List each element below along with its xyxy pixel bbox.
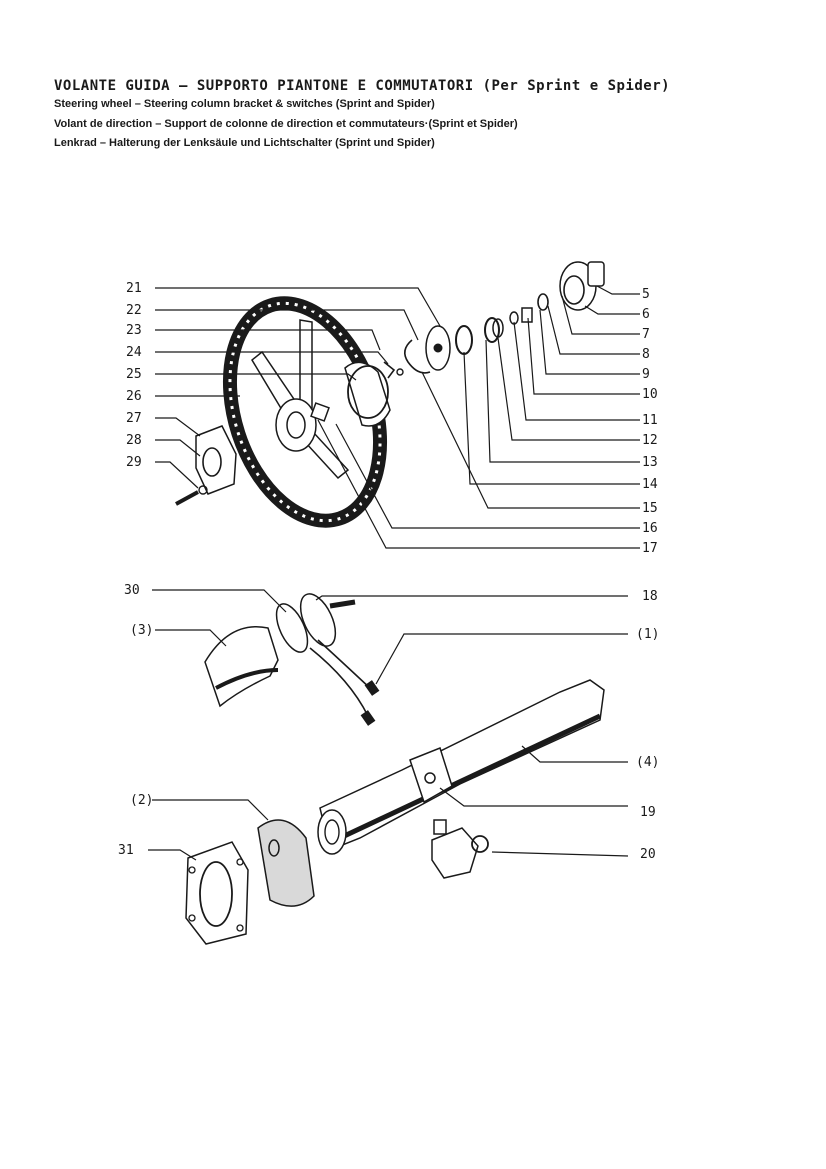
label-25: 25 <box>126 367 142 382</box>
label-30: 30 <box>124 583 140 598</box>
label-ref-1: (1) <box>636 627 659 642</box>
steering-column-drawing <box>317 679 605 879</box>
label-21: 21 <box>126 281 142 296</box>
callout-labels: 5 6 7 8 9 10 11 12 13 14 15 16 17 21 22 … <box>118 281 659 862</box>
column-tube-4 <box>319 679 605 852</box>
ignition-switch-20 <box>431 827 479 879</box>
label-14: 14 <box>642 477 658 492</box>
title-english: Steering wheel – Steering column bracket… <box>54 98 435 110</box>
label-19: 19 <box>640 805 656 820</box>
ring-30 <box>275 603 309 653</box>
steering-wheel-drawing <box>175 261 605 528</box>
wheel-hub <box>275 398 317 452</box>
ring-15 <box>455 325 473 355</box>
label-ref-3: (3) <box>130 623 153 638</box>
leader-lines <box>148 285 640 861</box>
wheel-spoke-top <box>299 319 313 411</box>
washer-9 <box>537 293 549 311</box>
shroud-3 <box>204 626 279 708</box>
label-ref-2: (2) <box>130 793 153 808</box>
label-ref-4: (4) <box>636 755 659 770</box>
label-9: 9 <box>642 367 650 382</box>
title-italian: VOLANTE GUIDA – SUPPORTO PIANTONE E COMM… <box>54 78 671 94</box>
title-german: Lenkrad – Halterung der Lenksäule und Li… <box>54 137 435 149</box>
washer-29 <box>198 485 208 495</box>
cover-plate-31 <box>185 841 249 945</box>
switch-wire-2 <box>309 647 369 717</box>
label-22: 22 <box>126 303 142 318</box>
nut-10 <box>521 307 533 323</box>
gasket-2 <box>257 819 315 907</box>
ring-14 <box>484 317 500 343</box>
label-12: 12 <box>642 433 658 448</box>
label-28: 28 <box>126 433 142 448</box>
flange-27 <box>195 425 237 495</box>
label-7: 7 <box>642 327 650 342</box>
label-13: 13 <box>642 455 658 470</box>
label-16: 16 <box>642 521 658 536</box>
label-18: 18 <box>642 589 658 604</box>
spring-22 <box>404 339 431 374</box>
title-french: Volant de direction – Support de colonne… <box>54 118 518 130</box>
label-27: 27 <box>126 411 142 426</box>
label-17: 17 <box>642 541 658 556</box>
label-6: 6 <box>642 307 650 322</box>
label-8: 8 <box>642 347 650 362</box>
column-bore <box>317 809 347 855</box>
label-15: 15 <box>642 501 658 516</box>
label-31: 31 <box>118 843 134 858</box>
label-29: 29 <box>126 455 142 470</box>
label-10: 10 <box>642 387 658 402</box>
switch-knob <box>587 261 605 287</box>
horn-cover <box>344 361 391 427</box>
cover-plates-drawing <box>185 819 315 945</box>
label-23: 23 <box>126 323 142 338</box>
switch-plate-18 <box>299 593 337 647</box>
switch-bracket-drawing <box>204 593 380 726</box>
label-11: 11 <box>642 413 658 428</box>
nut-17 <box>310 402 330 422</box>
bolt-29 <box>175 490 199 506</box>
label-24: 24 <box>126 345 142 360</box>
label-20: 20 <box>640 847 656 862</box>
label-5: 5 <box>642 287 650 302</box>
label-26: 26 <box>126 389 142 404</box>
